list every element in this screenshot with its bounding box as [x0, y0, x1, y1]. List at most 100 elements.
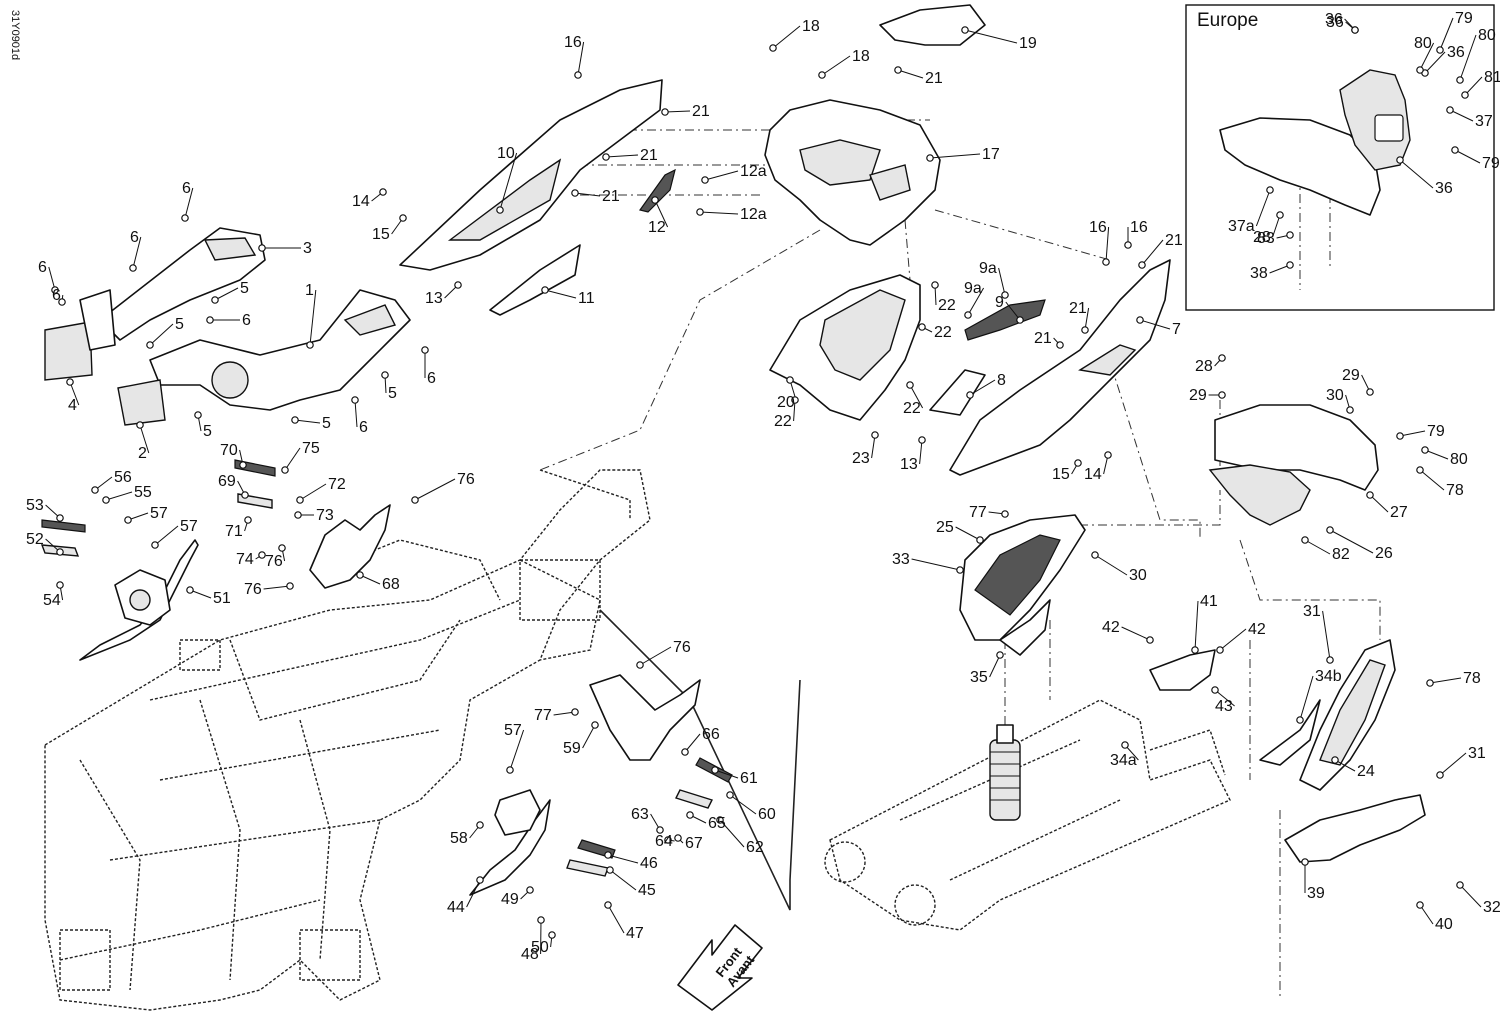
callout-76: 76	[244, 581, 262, 598]
callout-60: 60	[758, 806, 776, 823]
callout-6: 6	[182, 180, 191, 197]
fastener-5	[194, 411, 202, 419]
callout-41: 41	[1200, 593, 1218, 610]
fastener-69	[241, 491, 249, 499]
leader-line-2	[139, 424, 150, 454]
fastener-65	[686, 811, 694, 819]
leader-line-57	[154, 525, 179, 546]
fastener-67	[674, 834, 682, 842]
callout-26: 26	[1375, 545, 1393, 562]
fastener-hardware	[51, 26, 1469, 939]
fastener-73	[294, 511, 302, 519]
leader-line-57	[509, 729, 525, 771]
fastener-30	[1346, 406, 1354, 414]
leader-line-31	[1322, 610, 1331, 661]
part-67-bracket	[309, 504, 391, 589]
callout-47: 47	[626, 925, 644, 942]
part-38-guard	[1284, 794, 1426, 863]
fastener-12a	[701, 176, 709, 184]
fastener-41	[1191, 646, 1199, 654]
callout-34b: 34b	[1315, 668, 1342, 685]
callout-15: 15	[372, 226, 390, 243]
leader-line-76	[414, 478, 456, 501]
chassis-frame	[44, 469, 651, 1011]
fastener-80	[1421, 446, 1429, 454]
fastener-40	[1416, 901, 1424, 909]
fastener-77	[1001, 510, 1009, 518]
callout-36: 36	[1326, 14, 1344, 31]
leader-line-78	[1419, 469, 1445, 491]
callout-45: 45	[638, 882, 656, 899]
fastener-7	[1136, 316, 1144, 324]
fastener-76	[411, 496, 419, 504]
part-1-panel	[149, 289, 411, 411]
leader-line-61	[714, 769, 739, 779]
leader-line-28	[1272, 214, 1281, 238]
fastener-13	[454, 281, 462, 289]
fastener-39	[1301, 858, 1309, 866]
callout-2: 2	[138, 445, 147, 462]
callout-5: 5	[240, 280, 249, 297]
leader-line-17	[929, 153, 981, 159]
leader-line-76	[639, 646, 672, 666]
callout-36: 36	[1435, 180, 1453, 197]
fastener-26	[1326, 526, 1334, 534]
callout-71: 71	[225, 523, 243, 540]
leader-line-42	[1219, 628, 1247, 651]
callout-9a: 9a	[979, 260, 997, 277]
fastener-17	[926, 154, 934, 162]
fastener-6	[351, 396, 359, 404]
leader-line-60	[729, 794, 757, 815]
callout-8: 8	[997, 372, 1006, 389]
callout-46: 46	[640, 855, 658, 872]
fastener-12	[651, 196, 659, 204]
fastener-36	[1351, 26, 1359, 34]
fastener-5	[211, 296, 219, 304]
callout-24: 24	[1357, 763, 1375, 780]
callout-76: 76	[265, 553, 283, 570]
fastener-42	[1146, 636, 1154, 644]
fastener-22	[918, 323, 926, 331]
part-10-side-panel	[399, 79, 663, 271]
callout-73: 73	[316, 507, 334, 524]
callout-36: 36	[1325, 11, 1343, 28]
callout-80: 80	[1450, 451, 1468, 468]
leader-line-78	[1429, 677, 1462, 684]
callout-22: 22	[774, 413, 792, 430]
leader-line-16	[1105, 226, 1110, 263]
fastener-60	[726, 791, 734, 799]
fastener-79	[1451, 146, 1459, 154]
leader-line-6	[132, 236, 142, 269]
fastener-14	[379, 188, 387, 196]
callout-57: 57	[504, 722, 522, 739]
callout-28: 28	[1195, 358, 1213, 375]
leader-line-12a	[704, 170, 739, 181]
callout-33: 33	[892, 551, 910, 568]
fastener-61	[711, 766, 719, 774]
callout-53: 53	[26, 497, 44, 514]
fastener-76	[286, 582, 294, 590]
callout-29: 29	[1189, 387, 1207, 404]
leader-line-16	[577, 41, 585, 76]
callout-55: 55	[134, 484, 152, 501]
fastener-48	[537, 916, 545, 924]
leader-line-22	[909, 384, 924, 409]
callout-63: 63	[631, 806, 649, 823]
swing-arm	[824, 699, 1231, 931]
part-34a-trim	[1259, 699, 1321, 766]
part-7-side-panel	[949, 259, 1171, 476]
callout-15: 15	[1052, 466, 1070, 483]
callout-52: 52	[26, 531, 44, 548]
leader-line-62	[719, 819, 745, 848]
part-58-bracket	[589, 674, 701, 761]
callout-51: 51	[213, 590, 231, 607]
leader-line-18	[772, 25, 801, 49]
callout-6: 6	[359, 419, 368, 436]
fastener-2	[136, 421, 144, 429]
callout-44: 44	[447, 899, 465, 916]
callout-37: 37	[1475, 113, 1493, 130]
fastener-75	[281, 466, 289, 474]
callout-22: 22	[903, 400, 921, 417]
callout-20: 20	[777, 394, 795, 411]
leader-line-6	[48, 266, 56, 291]
